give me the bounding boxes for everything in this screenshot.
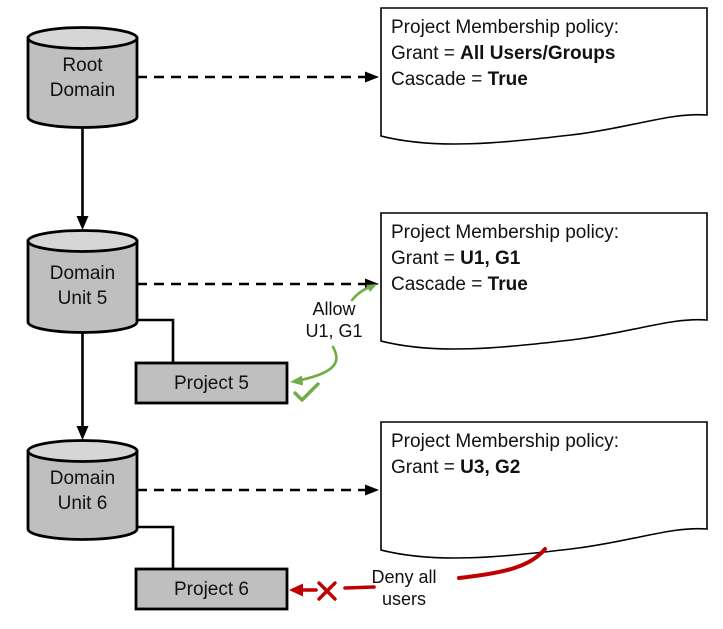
x-icon: [317, 581, 337, 601]
policy-root-grant-line: Grant = All Users/Groups: [391, 41, 699, 67]
policy-unit5-cascade-value: True: [487, 274, 528, 295]
dashed-arrow-root-policy: [137, 71, 379, 83]
root-domain-cylinder: [26, 26, 139, 129]
arrow-unit5-to-unit6: [76, 332, 89, 440]
arrowhead: [76, 216, 89, 230]
connector-unit5-project5: [137, 318, 175, 363]
deny-annotation: Deny all users: [371, 567, 437, 609]
domain-unit-5-label: Domain Unit 5: [49, 263, 116, 309]
allow-annotation: Allow U1, G1: [305, 299, 363, 341]
project-6-label: Project 6: [174, 579, 249, 600]
policy-root-cascade-prefix: Cascade =: [391, 69, 488, 90]
policy-unit5-grant-value: U1, G1: [460, 248, 521, 269]
policy-root-grant-value: All Users/Groups: [460, 43, 616, 64]
dashed-arrow-unit5-policy: [137, 278, 379, 290]
policy-unit6-grant-line: Grant = U3, G2: [391, 455, 699, 481]
policy-unit6-title: Project Membership policy:: [391, 431, 620, 452]
arrowhead: [76, 426, 89, 440]
policy-doc-unit5: [380, 212, 708, 350]
policy-unit5-title: Project Membership policy:: [391, 222, 620, 243]
policy-unit5-grant-line: Grant = U1, G1: [391, 246, 699, 272]
project-5-box: [134, 361, 289, 405]
policy-unit5-cascade-prefix: Cascade =: [391, 274, 488, 295]
policy-root-cascade-line: Cascade = True: [391, 67, 699, 93]
deny-curve-from-policy: [457, 547, 547, 580]
deny-arrow-to-project6: [289, 581, 376, 601]
arrow-root-to-unit5: [76, 127, 89, 230]
check-icon: [293, 382, 320, 402]
domain-unit-5-cylinder: [26, 229, 139, 334]
policy-root-text: Project Membership policy: Grant = All U…: [391, 15, 699, 93]
connector-unit6-project6: [137, 525, 175, 569]
project-5-label: Project 5: [174, 373, 249, 394]
arrowhead: [366, 284, 377, 292]
domain-unit-6-label: Domain Unit 6: [49, 468, 116, 514]
allow-arrow-to-project5: [290, 345, 338, 402]
allow-arrow-to-policy: [350, 284, 377, 302]
policy-unit5-cascade-line: Cascade = True: [391, 272, 699, 298]
policy-doc-root: [380, 7, 708, 145]
policy-doc-unit6: [380, 421, 708, 559]
domain-unit-6-cylinder: [26, 439, 139, 541]
policy-unit5-text: Project Membership policy: Grant = U1, G…: [391, 220, 699, 298]
root-domain-label: Root Domain: [49, 55, 116, 101]
arrowhead: [365, 484, 379, 496]
arrowhead: [365, 71, 379, 83]
arrowhead: [290, 375, 303, 386]
policy-root-title: Project Membership policy:: [391, 17, 620, 38]
arrowhead: [289, 583, 303, 597]
policy-root-grant-prefix: Grant =: [391, 43, 461, 64]
policy-unit6-text: Project Membership policy: Grant = U3, G…: [391, 429, 699, 481]
policy-unit5-grant-prefix: Grant =: [391, 248, 461, 269]
policy-root-cascade-value: True: [487, 69, 528, 90]
policy-unit6-grant-prefix: Grant =: [391, 457, 461, 478]
policy-unit6-grant-value: U3, G2: [460, 457, 521, 478]
project-6-box: [134, 567, 289, 611]
dashed-arrow-unit6-policy: [137, 484, 379, 496]
